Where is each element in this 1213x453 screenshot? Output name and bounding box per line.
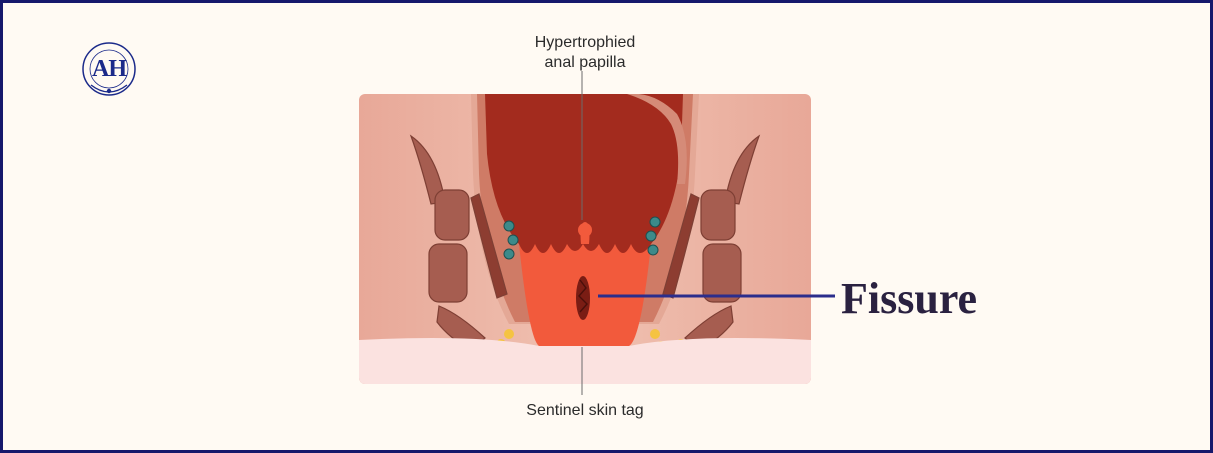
logo-letters: AH bbox=[92, 55, 127, 82]
logo-emblem-icon bbox=[82, 42, 136, 96]
sphincter-left bbox=[409, 134, 508, 351]
asian-homoeocare-logo: AH bbox=[81, 41, 137, 97]
label-fissure: Fissure bbox=[841, 274, 978, 323]
fissure-edge bbox=[578, 279, 588, 313]
dentate-line bbox=[519, 240, 651, 253]
fissure-tear bbox=[576, 276, 590, 320]
sphincter-right bbox=[662, 134, 761, 351]
rectum bbox=[485, 94, 683, 244]
label-sentinel-skin-tag: Sentinel skin tag bbox=[526, 402, 644, 419]
vessels bbox=[503, 216, 661, 260]
papilla-tip bbox=[578, 223, 592, 237]
skin-surface bbox=[359, 338, 811, 384]
label-top-line1: Hypertrophied bbox=[534, 34, 636, 51]
label-top-line2: anal papilla bbox=[544, 54, 626, 71]
sentinel-skin-tag bbox=[577, 330, 589, 346]
rectal-fold bbox=[627, 94, 687, 184]
anal-fissure-illustration bbox=[359, 94, 811, 384]
label-hypertrophied-anal-papilla: Hypertrophied anal papilla bbox=[503, 33, 667, 73]
